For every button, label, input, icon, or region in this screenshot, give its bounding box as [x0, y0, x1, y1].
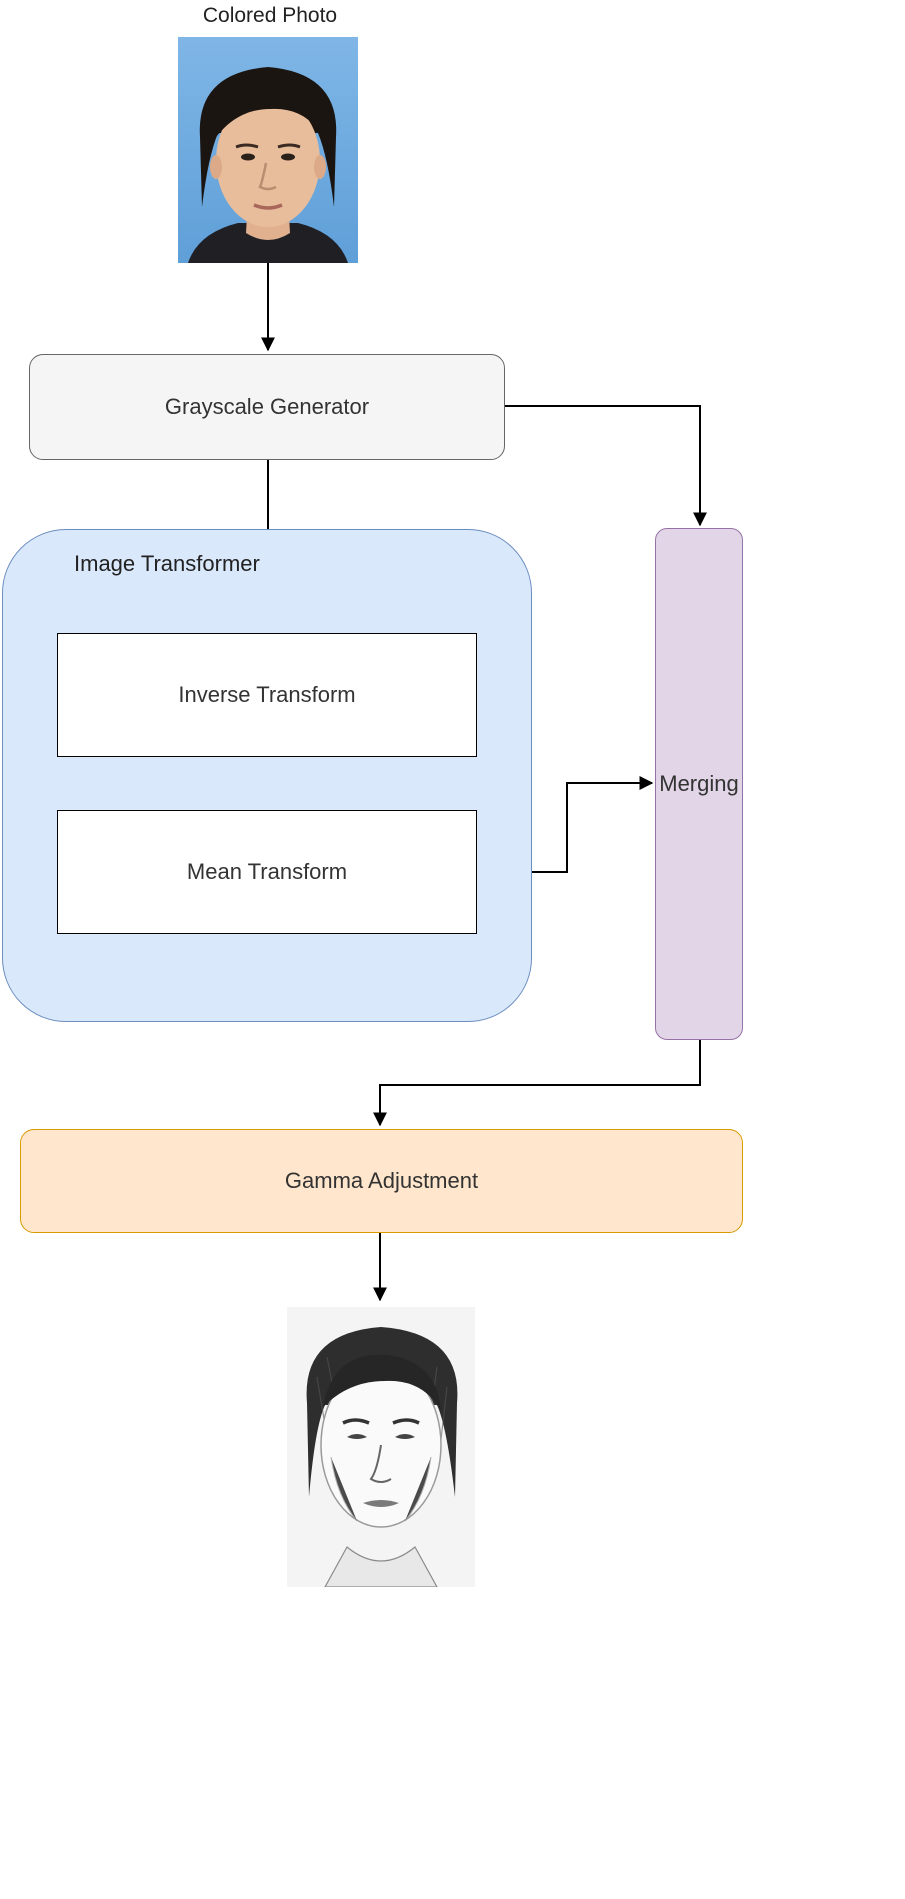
mean-transform-box: Mean Transform: [57, 810, 477, 934]
gamma-adjustment-label: Gamma Adjustment: [284, 1168, 479, 1193]
sketch-output: [287, 1307, 475, 1587]
image-transformer-group: [2, 529, 532, 1022]
edge-grayscale-to-merging: [505, 405, 707, 527]
colored-photo: [178, 37, 358, 263]
input-label: Colored Photo: [202, 4, 338, 27]
grayscale-generator-label: Grayscale Generator: [164, 394, 370, 419]
image-transformer-label: Image Transformer: [74, 551, 260, 576]
gamma-adjustment-box: Gamma Adjustment: [20, 1129, 743, 1233]
inverse-transform-box: Inverse Transform: [57, 633, 477, 757]
edge-merging-to-gamma: [373, 1040, 701, 1127]
mean-transform-label: Mean Transform: [186, 859, 348, 884]
grayscale-generator-box: Grayscale Generator: [29, 354, 505, 460]
merging-label: Merging: [659, 771, 739, 796]
merging-box: Merging: [655, 528, 743, 1040]
inverse-transform-label: Inverse Transform: [178, 682, 356, 707]
